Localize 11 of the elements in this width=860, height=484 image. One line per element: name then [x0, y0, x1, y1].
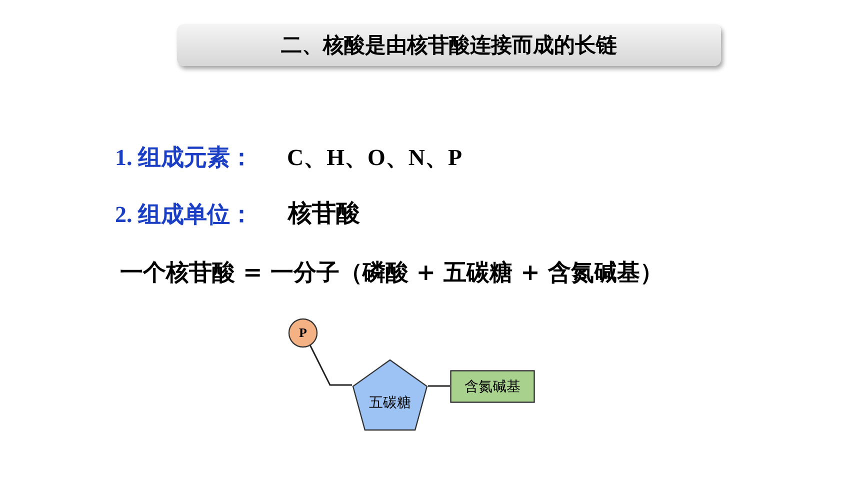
- sugar-pentagon: 五碳糖: [352, 359, 428, 431]
- list-heading: 2. 组成单位：: [115, 201, 253, 229]
- list-heading: 1. 组成元素：: [115, 144, 253, 172]
- phosphate-circle: P: [288, 318, 318, 348]
- unit-text: 核苷酸: [288, 198, 360, 229]
- base-box: 含氮碱基: [450, 370, 535, 403]
- connector-line: [309, 344, 352, 386]
- element-list: C、H、O、N、P: [287, 142, 462, 173]
- connector-line: [428, 385, 450, 387]
- equation-text: 一个核苷酸 = 一分子（磷酸 + 五碳糖 + 含氮碱基）: [120, 258, 663, 288]
- title-banner: 二、核酸是由核苷酸连接而成的长链: [177, 24, 721, 66]
